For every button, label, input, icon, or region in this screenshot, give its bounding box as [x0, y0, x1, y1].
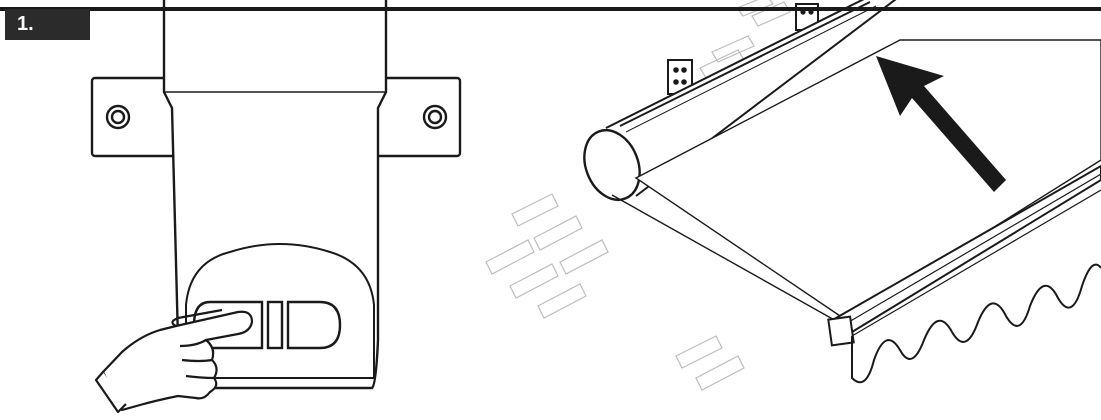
roller-tube: [605, 0, 897, 197]
step-number-badge: 1.: [5, 9, 90, 40]
front-bar-endcap: [827, 315, 855, 347]
awning-valance: [851, 263, 1101, 384]
roller-end-cap: [583, 129, 641, 201]
awning-icon: [583, 0, 1101, 384]
remote-down-button: [286, 300, 342, 350]
hand-pressing-icon: [94, 308, 254, 414]
top-rule: [0, 7, 1101, 11]
remote-control-icon: [90, 0, 462, 390]
awning-fabric: [634, 39, 1101, 321]
retract-direction-arrow-icon: [876, 56, 1006, 192]
remote-stop-button: [266, 300, 284, 350]
